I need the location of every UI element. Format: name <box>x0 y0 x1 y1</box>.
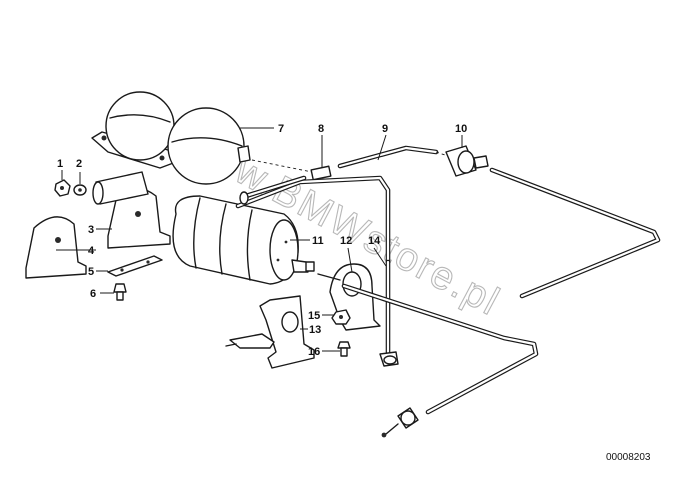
part-7-pressure-spheres[interactable] <box>91 91 251 185</box>
callout-7: 7 <box>278 123 284 135</box>
callout-14: 14 <box>368 235 381 247</box>
callout-3: 3 <box>88 224 94 236</box>
pressure-line-right[interactable] <box>489 167 661 299</box>
callout-4: 4 <box>88 245 95 257</box>
callout-2: 2 <box>76 158 82 170</box>
diagram-code: 00008203 <box>606 452 651 463</box>
callout-13: 13 <box>309 324 321 336</box>
leader-lines <box>56 127 463 352</box>
part-11-accumulator[interactable] <box>172 195 315 285</box>
mounting-sleeve[interactable] <box>92 171 149 205</box>
callout-8: 8 <box>318 123 324 135</box>
part-6-bolt[interactable] <box>113 283 127 301</box>
callout-16: 16 <box>308 346 320 358</box>
callout-5: 5 <box>88 266 94 278</box>
callout-9: 9 <box>382 123 388 135</box>
part-10-valve[interactable] <box>435 145 489 177</box>
hose-section[interactable] <box>239 175 307 205</box>
callout-labels: 1 2 3 4 5 6 7 8 9 10 11 12 13 14 15 16 <box>57 123 467 358</box>
part-15-nut[interactable] <box>331 309 351 325</box>
part-16-bolt[interactable] <box>337 341 351 357</box>
part-4-bracket[interactable] <box>25 216 87 279</box>
brake-line-lower[interactable] <box>341 283 539 438</box>
part-5-strap[interactable] <box>107 255 163 277</box>
callout-10: 10 <box>455 123 467 135</box>
part-8-connector[interactable] <box>251 159 332 181</box>
callout-1: 1 <box>57 158 63 170</box>
pressure-line-upper[interactable] <box>235 175 391 265</box>
part-12-flange[interactable] <box>317 263 381 331</box>
callout-6: 6 <box>90 288 96 300</box>
part-1-nut[interactable] <box>54 179 71 197</box>
callout-12: 12 <box>340 235 352 247</box>
part-9-hose[interactable] <box>337 145 439 169</box>
part-2-washer[interactable] <box>73 184 87 196</box>
callout-11: 11 <box>312 235 324 247</box>
callout-15: 15 <box>308 310 320 322</box>
part-14-line[interactable] <box>379 259 399 367</box>
part-13-bracket[interactable] <box>225 295 315 369</box>
